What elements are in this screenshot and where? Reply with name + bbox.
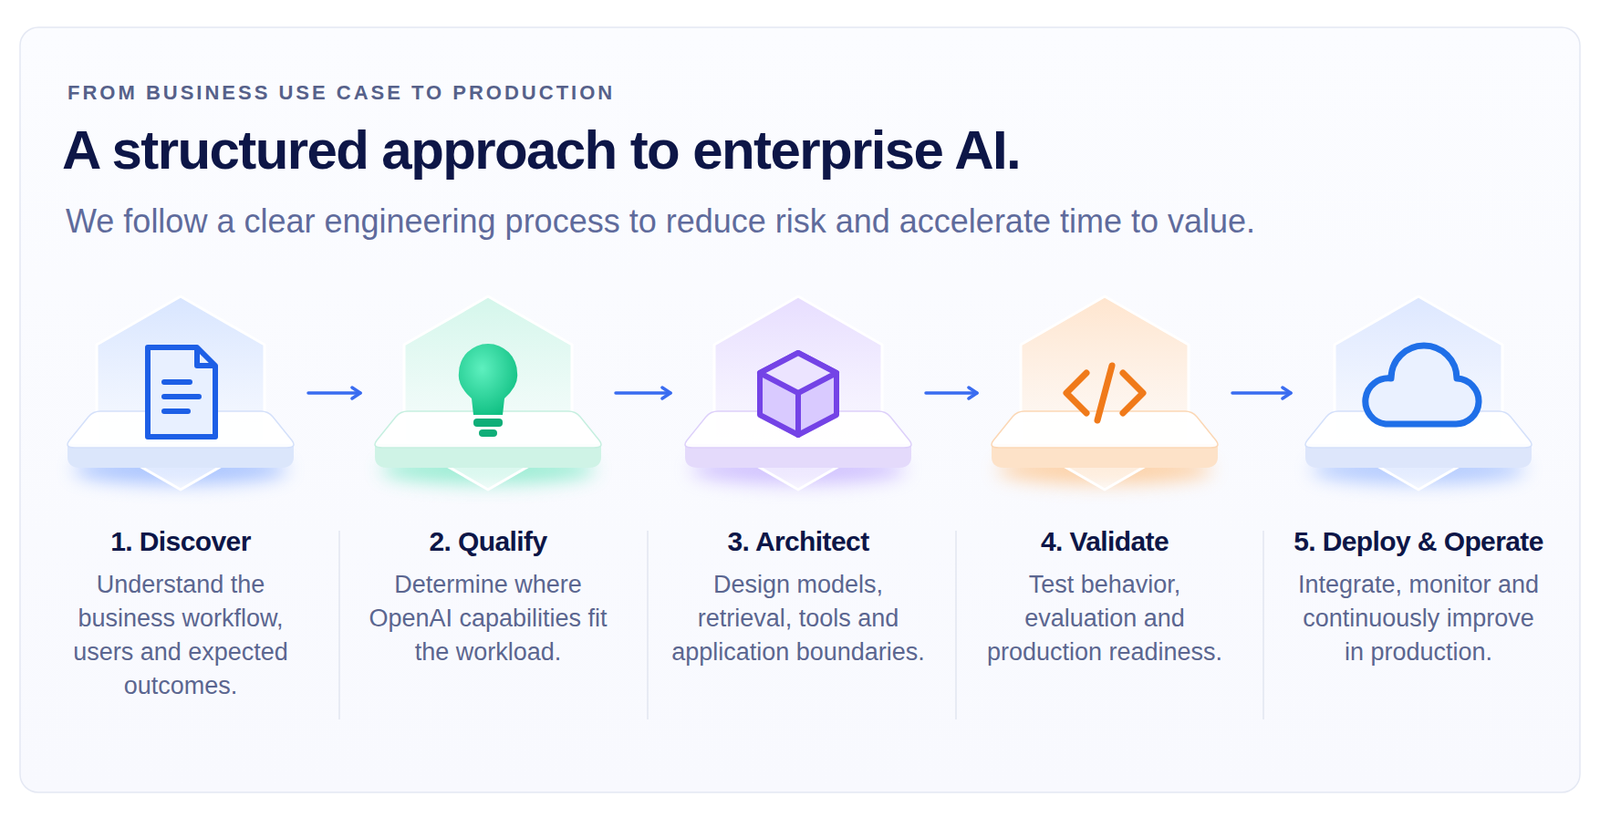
bulb-icon — [458, 343, 518, 416]
card-panel — [20, 27, 1580, 793]
cube-tile — [685, 296, 912, 490]
platform-top — [374, 411, 602, 448]
divider-line — [1262, 530, 1265, 720]
process-step: 4. ValidateTest behavior, evaluation and… — [976, 287, 1233, 726]
document-fold — [197, 347, 216, 366]
column-dividers — [339, 530, 1264, 720]
step-heading: 3. Architect — [670, 526, 926, 558]
bulb-base — [478, 429, 498, 437]
document-tile — [67, 296, 294, 490]
divider-line — [338, 530, 341, 720]
document-lines — [164, 382, 199, 412]
cloud-tile — [1305, 296, 1532, 490]
step-description: Test behavior, evaluation and production… — [976, 568, 1233, 670]
cube-top — [759, 353, 837, 394]
process-step: 2. QualifyDetermine where OpenAI capabil… — [360, 287, 616, 726]
flow-arrow — [308, 391, 361, 395]
step-description: Design models, retrieval, tools and appl… — [670, 568, 926, 670]
divider-line — [955, 530, 957, 720]
process-step: 1. DiscoverUnderstand the business workf… — [52, 287, 309, 726]
cloud-icon — [1365, 345, 1479, 425]
platform-top — [991, 411, 1218, 448]
step-description: Integrate, monitor and continuously impr… — [1290, 568, 1547, 670]
code-tile — [991, 296, 1218, 490]
cube-edge — [795, 393, 801, 436]
cube-icon — [759, 353, 837, 436]
divider-line — [646, 530, 649, 720]
flow-arrow — [615, 391, 671, 395]
code-slash — [1097, 365, 1112, 421]
process-step: 3. ArchitectDesign models, retrieval, to… — [670, 287, 926, 726]
step-description: Understand the business workflow, users … — [52, 568, 309, 704]
step-heading: 2. Qualify — [360, 526, 616, 558]
step-description: Determine where OpenAI capabilities fit … — [360, 568, 616, 670]
process-step: 5. Deploy & OperateIntegrate, monitor an… — [1290, 287, 1547, 726]
flow-arrow — [1232, 391, 1291, 395]
step-heading: 1. Discover — [52, 526, 309, 558]
step-heading: 4. Validate — [976, 526, 1233, 558]
step-heading: 5. Deploy & Operate — [1290, 526, 1547, 558]
flow-arrow — [925, 391, 977, 395]
main-title: A structured approach to enterprise AI. — [62, 118, 1020, 182]
document-icon — [147, 347, 216, 437]
subtitle-text: We follow a clear engineering process to… — [65, 202, 1256, 241]
bulb-base — [473, 418, 503, 427]
bulb-tile — [374, 296, 602, 490]
eyebrow-text: FROM BUSINESS USE CASE TO PRODUCTION — [67, 81, 615, 105]
